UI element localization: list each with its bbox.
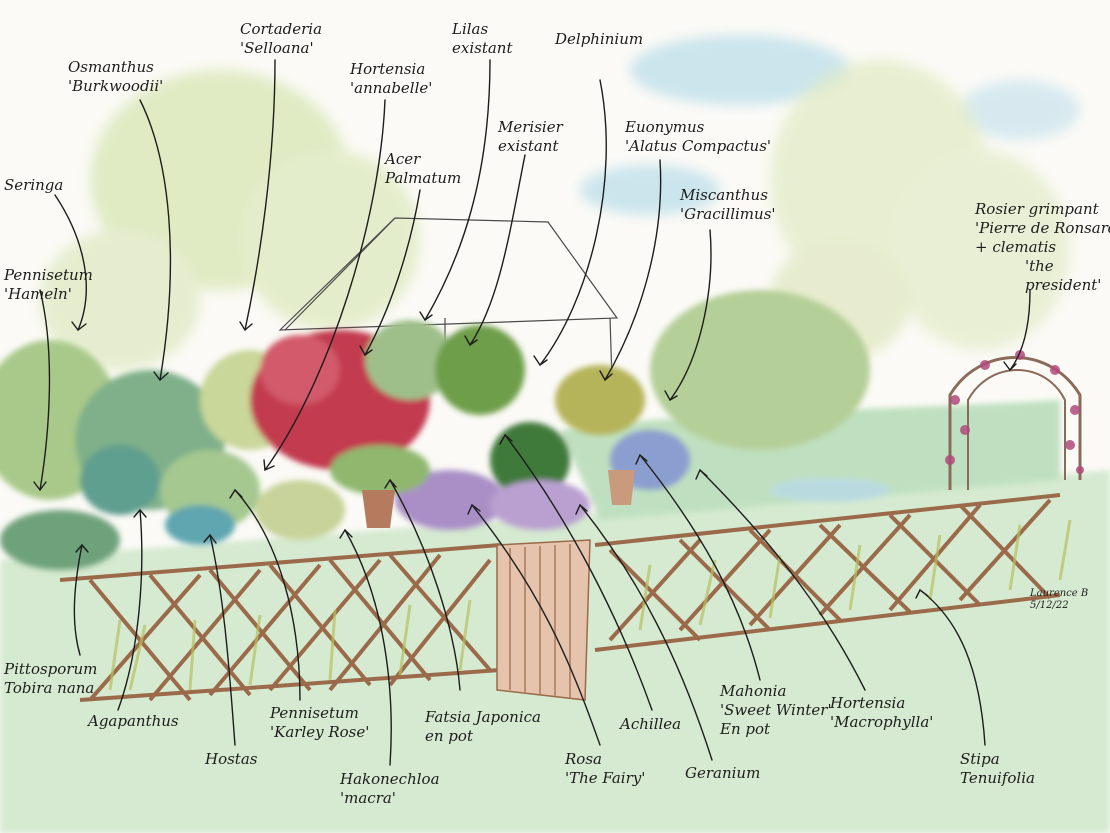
label-pennisetum-hameln: Pennisetum 'Hameln': [4, 266, 93, 303]
label-hakonechloa: Hakonechloa 'macra': [340, 770, 440, 807]
label-rosa: Rosa 'The Fairy': [565, 750, 646, 787]
label-cortaderia: Cortaderia 'Selloana': [240, 20, 323, 57]
fence-grasses: [108, 519, 1072, 691]
label-delphinium: Delphinium: [555, 30, 644, 48]
label-hostas: Hostas: [205, 750, 258, 768]
leader-lines: [39, 59, 1031, 766]
label-miscanthus: Miscanthus 'Gracillimus': [680, 186, 776, 223]
label-hortensia-annabelle: Hortensia 'annabelle': [350, 60, 433, 97]
pots: [362, 470, 635, 528]
label-merisier: Merisier existant: [498, 118, 563, 155]
rose-arch: [948, 356, 1082, 490]
label-lilas: Lilas existant: [452, 20, 513, 57]
trellis-fence: [59, 493, 1061, 702]
label-hortensia-macrophylla: Hortensia 'Macrophylla': [830, 694, 934, 731]
label-seringa: Seringa: [4, 176, 64, 194]
sky-wash: [580, 35, 1080, 215]
label-achillea: Achillea: [620, 715, 682, 733]
label-mahonia: Mahonia 'Sweet Winter' En pot: [720, 682, 832, 738]
label-pittosporum: Pittosporum Tobira nana: [4, 660, 98, 697]
gate: [496, 539, 591, 701]
label-geranium: Geranium: [685, 764, 761, 782]
label-osmanthus: Osmanthus 'Burkwoodii': [68, 58, 164, 95]
label-acer: Acer Palmatum: [385, 150, 462, 187]
label-agapanthus: Agapanthus: [88, 712, 179, 730]
label-rosier: Rosier grimpant 'Pierre de Ronsard' + cl…: [975, 200, 1110, 294]
rose-flowers: [945, 350, 1084, 474]
background-trees: [40, 60, 1070, 370]
artist-signature: Laurence B 5/12/22: [1030, 588, 1089, 611]
leader-arrowheads: [33, 311, 1017, 599]
label-pennisetum-karley: Pennisetum 'Karley Rose': [270, 704, 370, 741]
planting-masses: [0, 290, 870, 570]
label-fatsia: Fatsia Japonica en pot: [425, 708, 541, 745]
label-stipa: Stipa Tenuifolia: [960, 750, 1035, 787]
label-euonymus: Euonymus 'Alatus Compactus': [625, 118, 772, 155]
